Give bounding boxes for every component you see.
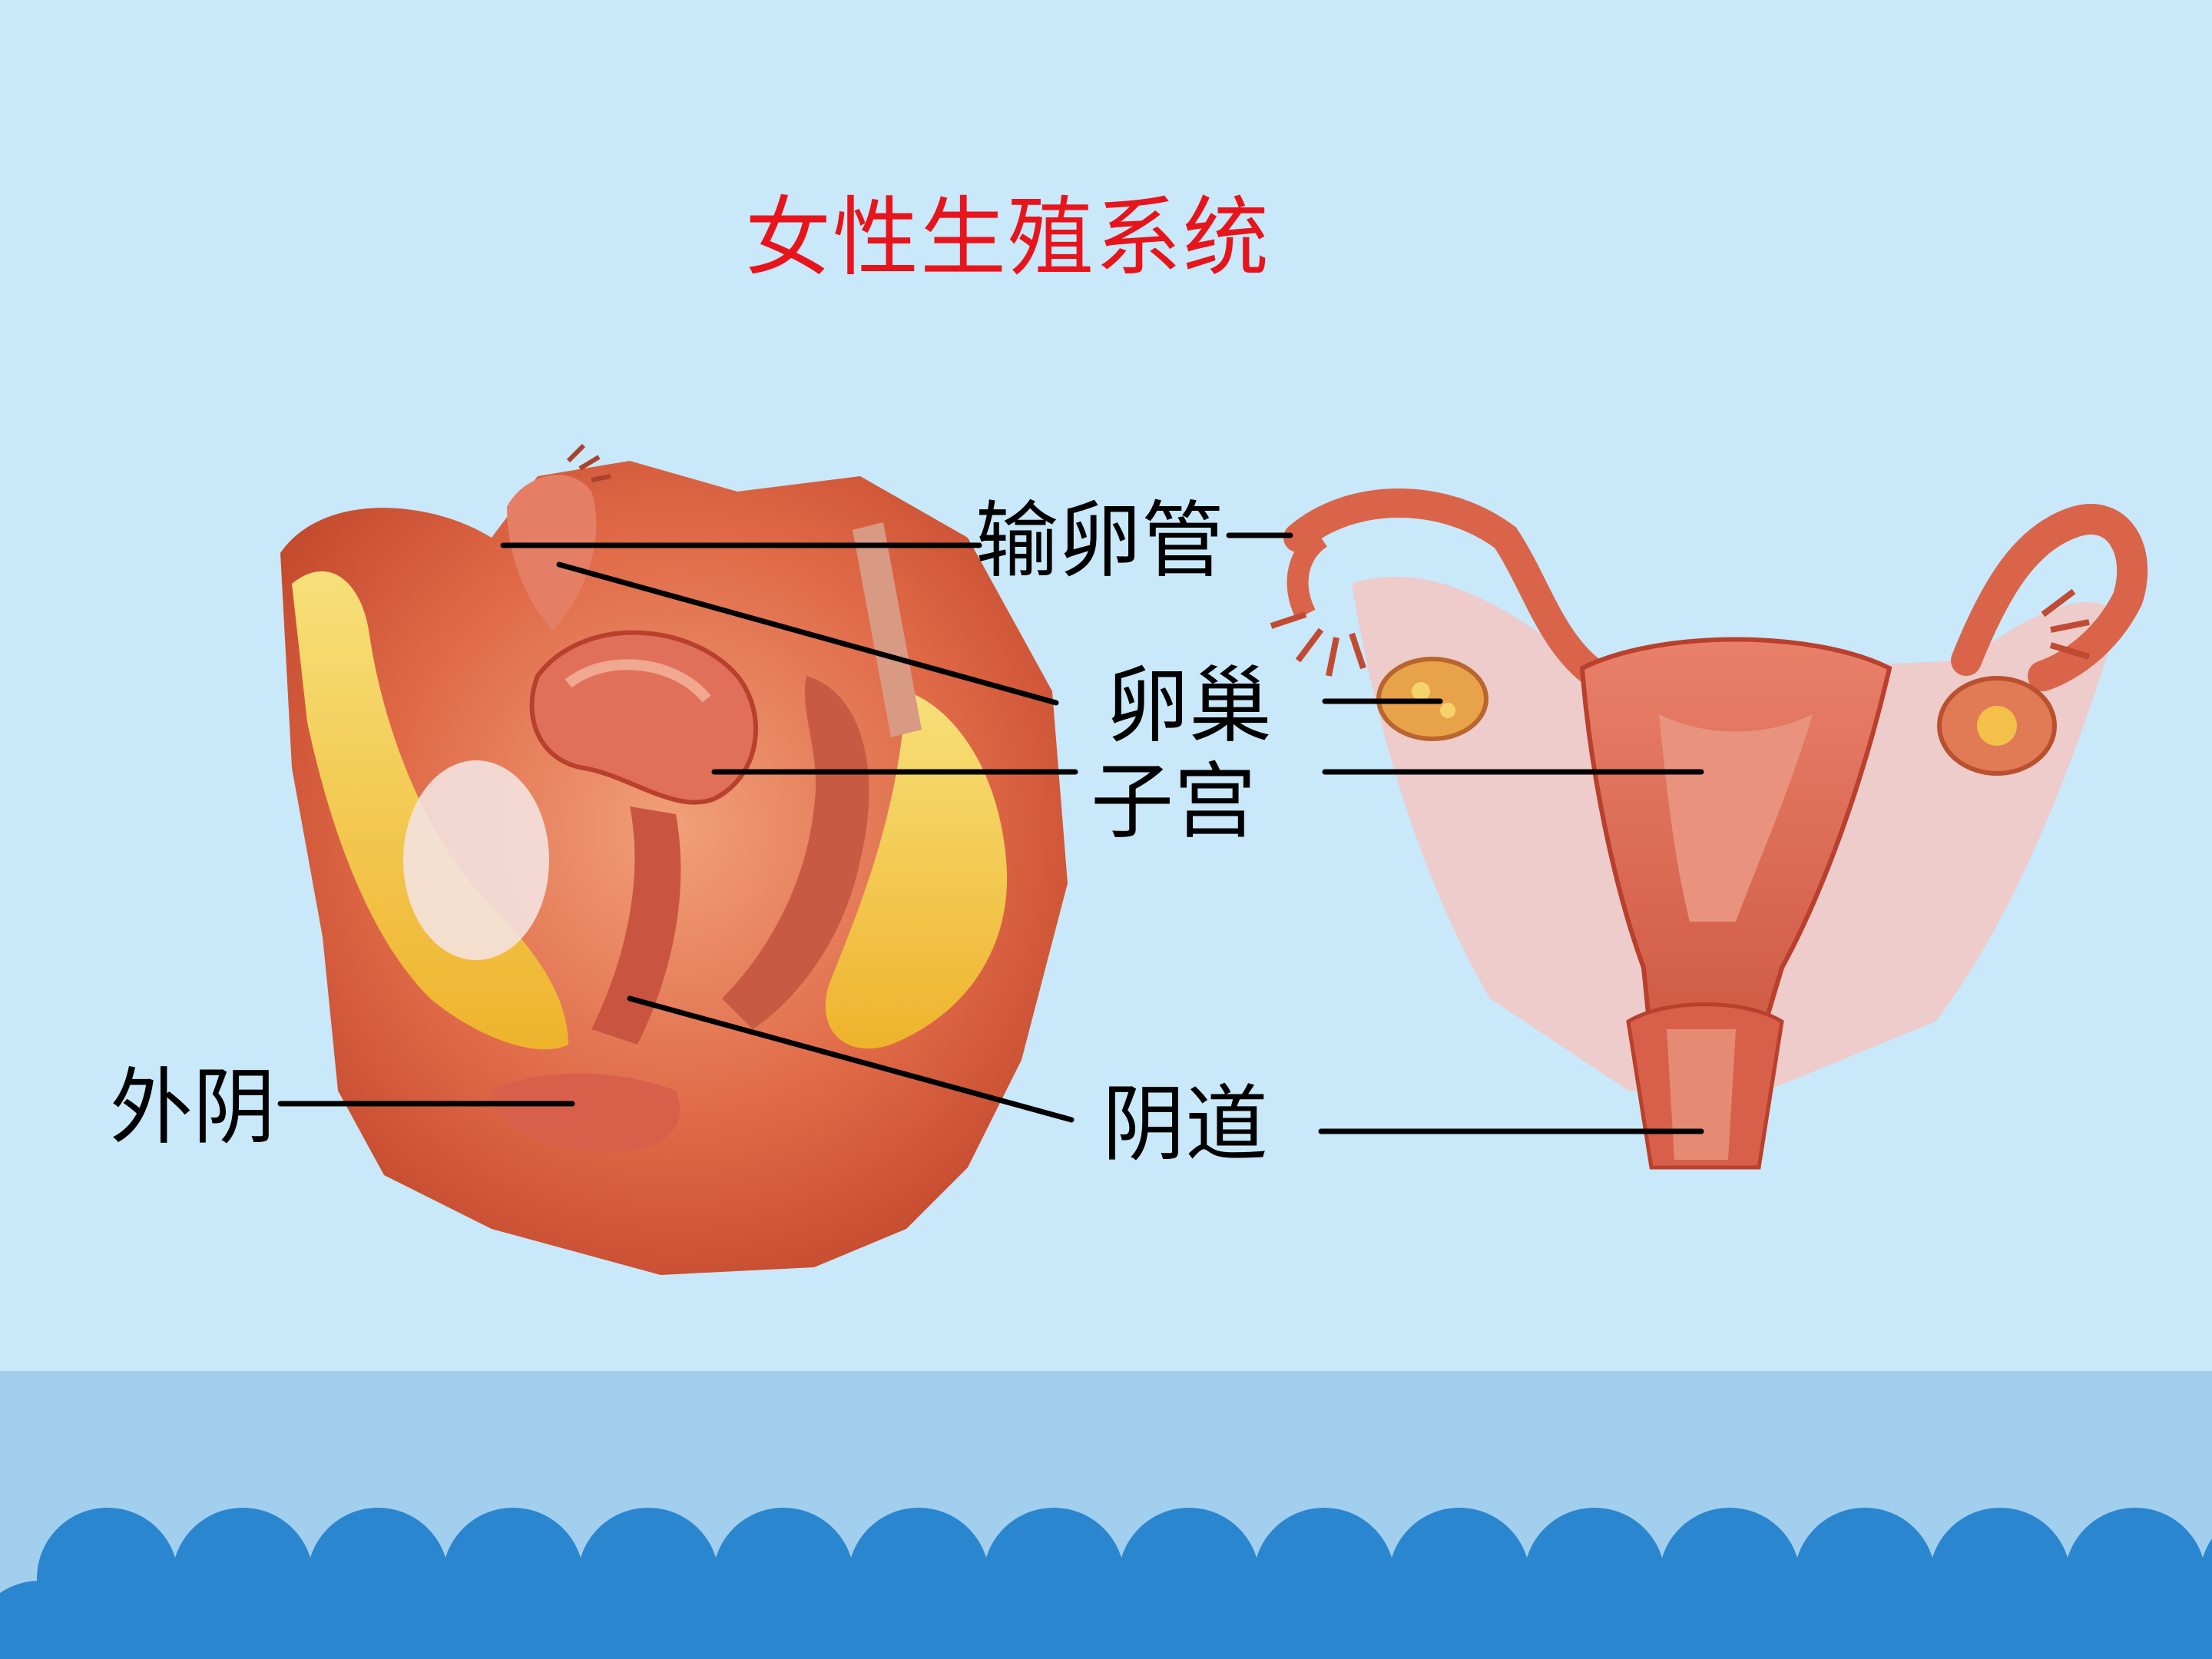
scallop-circle [104,1581,246,1659]
scallop-circle [1591,1581,1733,1659]
scallop-circle [2132,1581,2212,1659]
scallop-circle [510,1581,651,1659]
scallop-circle [1051,1581,1192,1659]
label-uterus: 子宫 [1091,754,1257,850]
scallop-circle [1997,1581,2138,1659]
scallop-circle [375,1581,516,1659]
label-vagina: 阴道 [1102,1077,1269,1173]
label-vulva: 外阴 [110,1060,276,1156]
scallop-circle [1186,1581,1327,1659]
scallop-circle [1321,1581,1462,1659]
scallop-circle [916,1581,1057,1659]
scallop-circle [780,1581,922,1659]
label-oviduct: 输卵管 [975,493,1225,589]
leader-line-vagina-left [627,995,1075,1123]
frontal-uterus-illustration [1270,488,2148,1170]
leader-line-ovary-left [556,561,1059,706]
scallop-circle [240,1581,381,1659]
label-ovary: 卵巢 [1106,658,1273,754]
scallop-circle [0,1581,111,1659]
scallop-circle [1727,1581,1868,1659]
scallop-circle [1456,1581,1598,1659]
leader-lines [277,532,1704,1134]
scallop-circle [1862,1581,2003,1659]
scallop-pattern [0,1508,2212,1659]
slide-title: 女性生殖系统 [745,188,1270,288]
sagittal-section-illustration [280,443,1068,1275]
scallop-circle [645,1581,786,1659]
